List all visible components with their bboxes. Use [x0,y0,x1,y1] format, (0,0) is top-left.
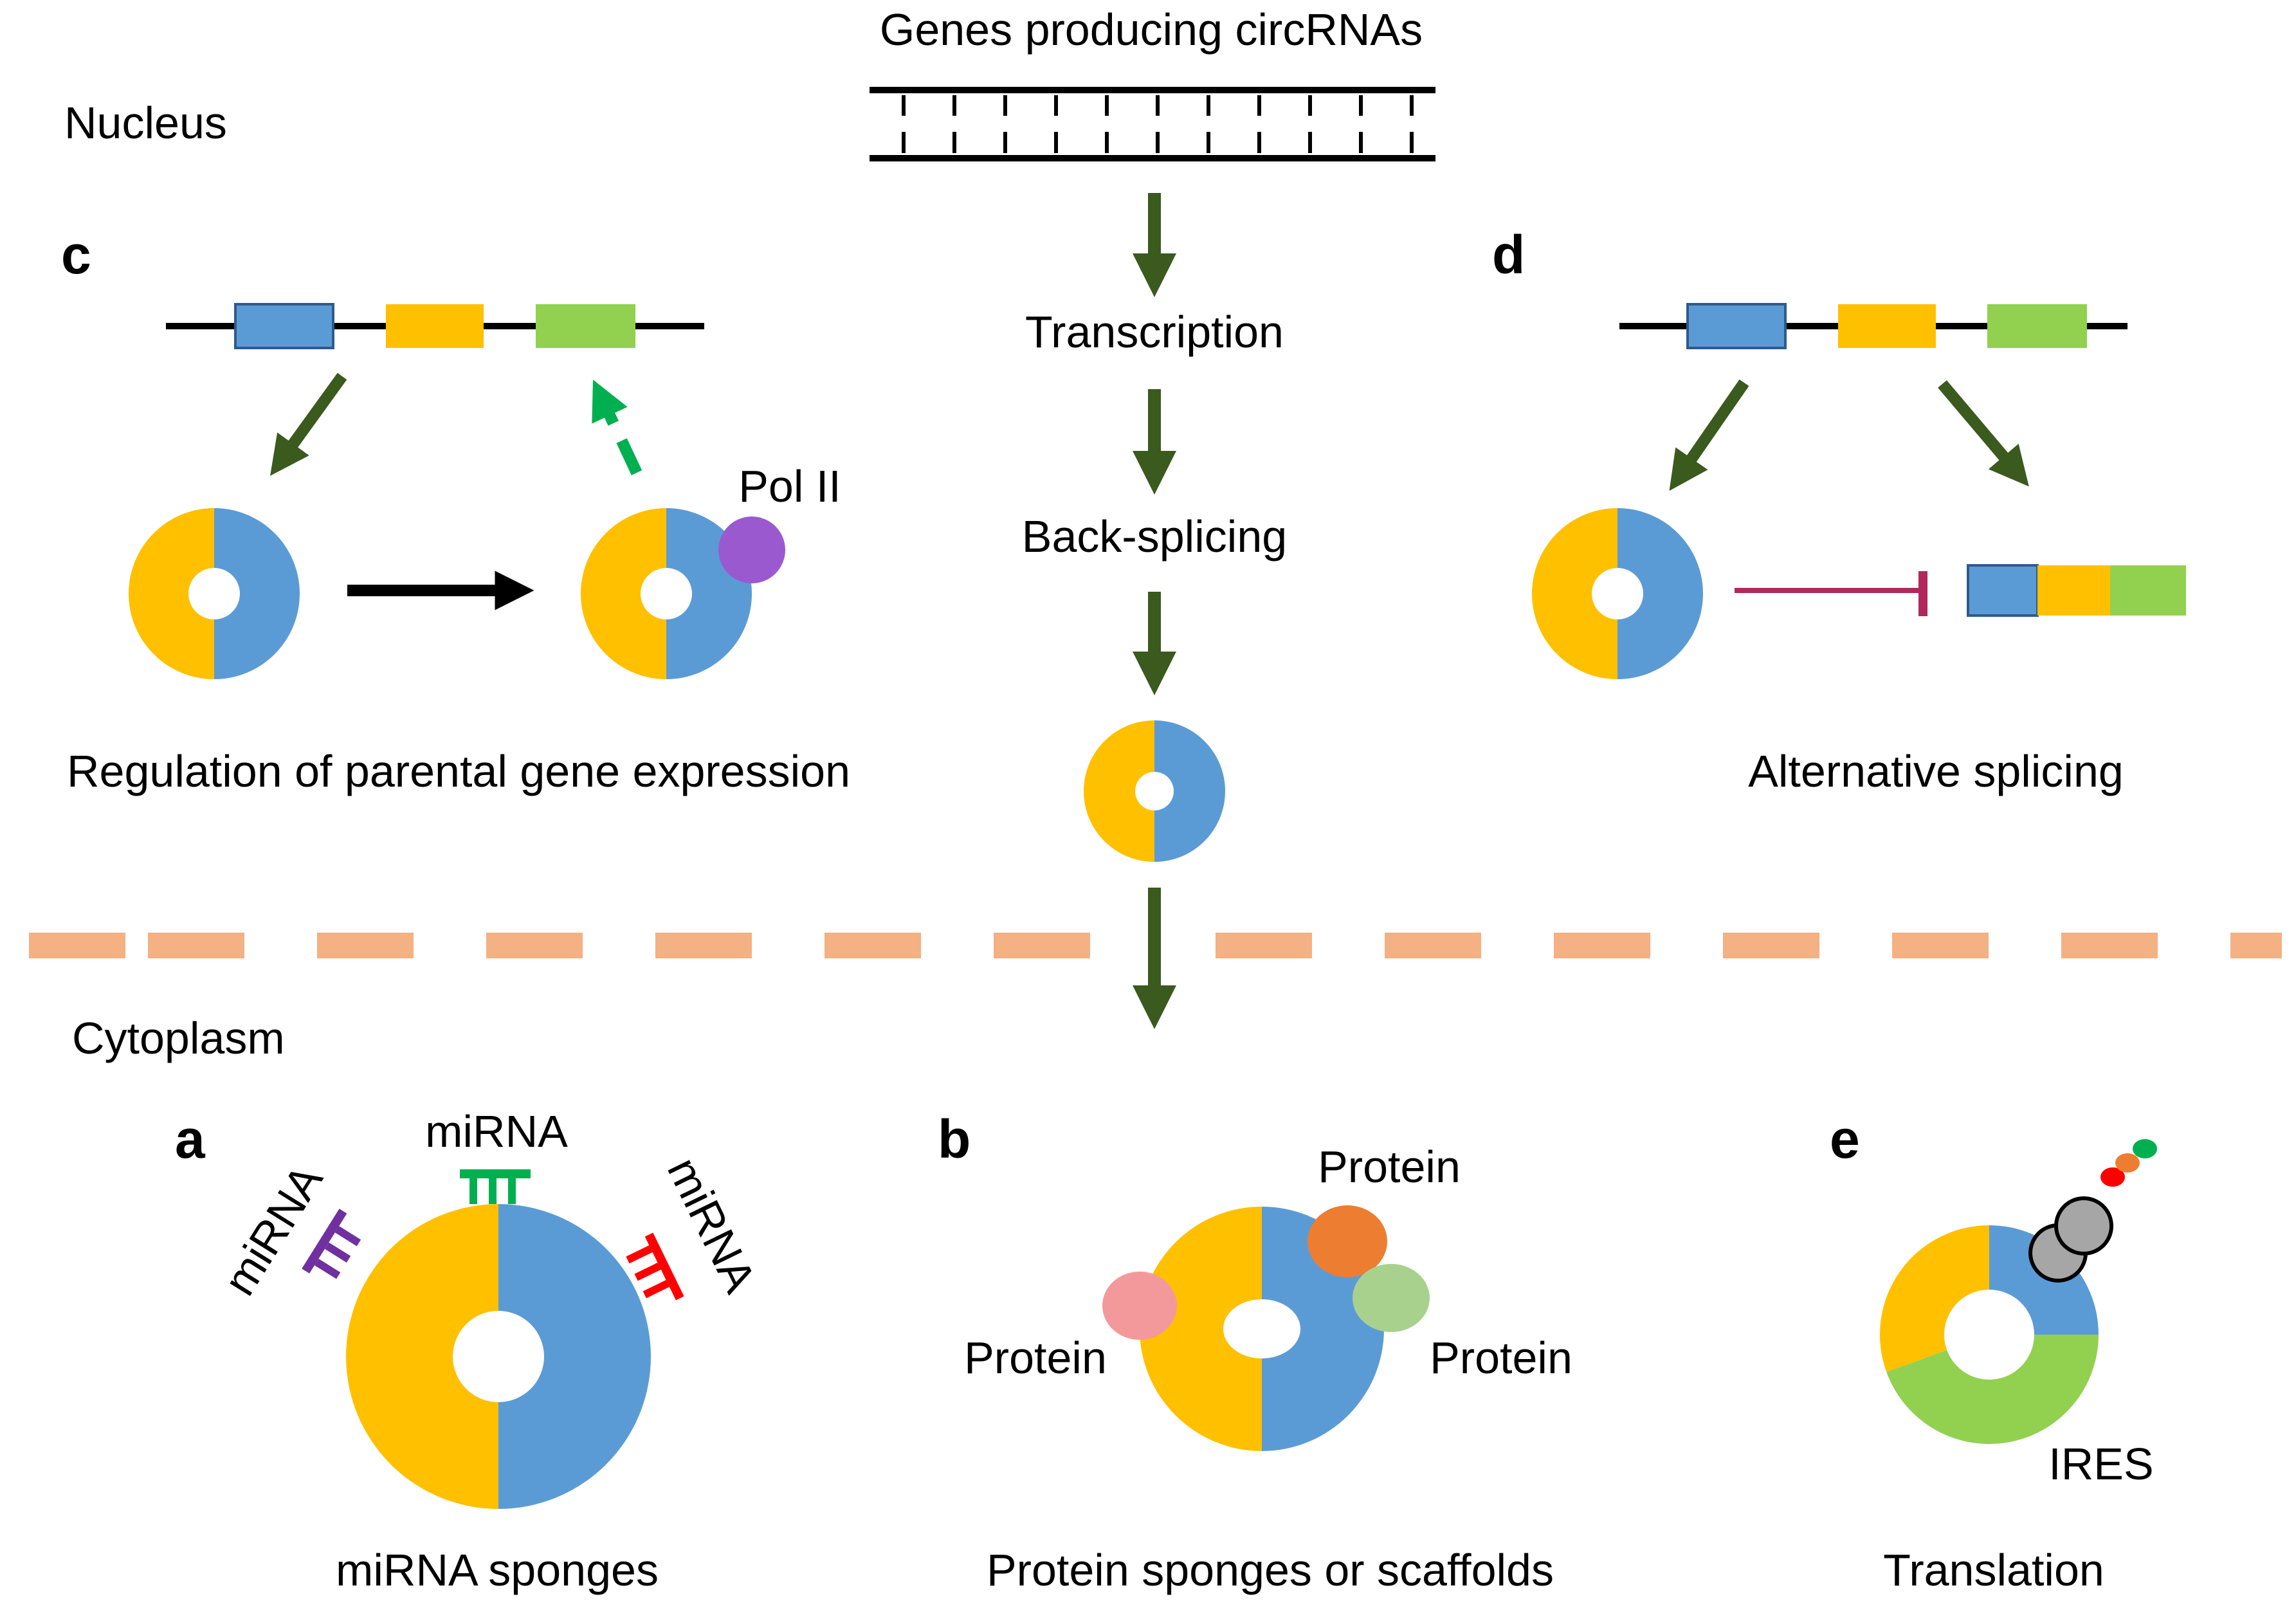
mirna-top-label: miRNA [425,1106,568,1156]
panel-d-arrow-right [1938,380,2029,487]
panel-c-gene [166,303,704,349]
inhibition-icon [1735,571,1927,616]
panel-d-caption: Alternative splicing [1748,746,2124,796]
transcription-label: Transcription [1025,307,1284,357]
protein-right-label: Protein [1430,1333,1572,1383]
mirna-left-icon [302,1209,361,1279]
panel-d-arrow-left [1669,379,1749,491]
panel-c-circrna-left [129,508,300,679]
panel-a-caption: miRNA sponges [336,1545,659,1595]
panel-a-letter: a [175,1109,206,1169]
mirna-top-icon [460,1169,531,1204]
protein-orange [1307,1205,1387,1277]
nucleus-label: Nucleus [64,98,227,148]
panel-b-letter: b [938,1109,970,1169]
protein-top-label: Protein [1318,1142,1461,1192]
panel-c-letter: c [61,224,91,285]
pol-ii-label: Pol II [738,461,841,511]
linear-mrna [1967,564,2186,617]
genes-label: Genes producing circRNAs [880,5,1423,55]
panel-c-caption: Regulation of parental gene expression [67,746,850,796]
nuclear-membrane [29,933,2282,958]
panel-b-caption: Protein sponges or scaffolds [987,1545,1554,1595]
protein-light-green [1353,1264,1430,1332]
protein-left-label: Protein [964,1333,1107,1383]
pol-ii-circle [718,516,785,583]
panel-a-circrna [346,1204,651,1509]
panel-e-circrna [1880,1225,2099,1445]
panel-d-circrna [1532,508,1703,679]
mirna-left-label: miRNA [214,1156,333,1304]
ires-label: IRES [2048,1439,2153,1489]
protein-pink [1102,1272,1177,1340]
panel-d-gene [1619,303,2127,349]
panel-c-arrow-down [270,372,347,476]
peptide-chain-icon [2100,1139,2157,1187]
back-splicing-label: Back-splicing [1022,511,1287,562]
cytoplasm-label: Cytoplasm [72,1013,285,1063]
panel-e-caption: Translation [1883,1545,2104,1595]
mirna-right-icon [626,1232,684,1301]
panel-e-letter: e [1830,1109,1860,1169]
central-circrna [1084,720,1225,862]
ribosome-icon [2028,1196,2113,1283]
dna-ladder-icon [870,87,1435,161]
panel-d-letter: d [1492,224,1525,285]
panel-c-dashed-arrow [592,379,642,475]
